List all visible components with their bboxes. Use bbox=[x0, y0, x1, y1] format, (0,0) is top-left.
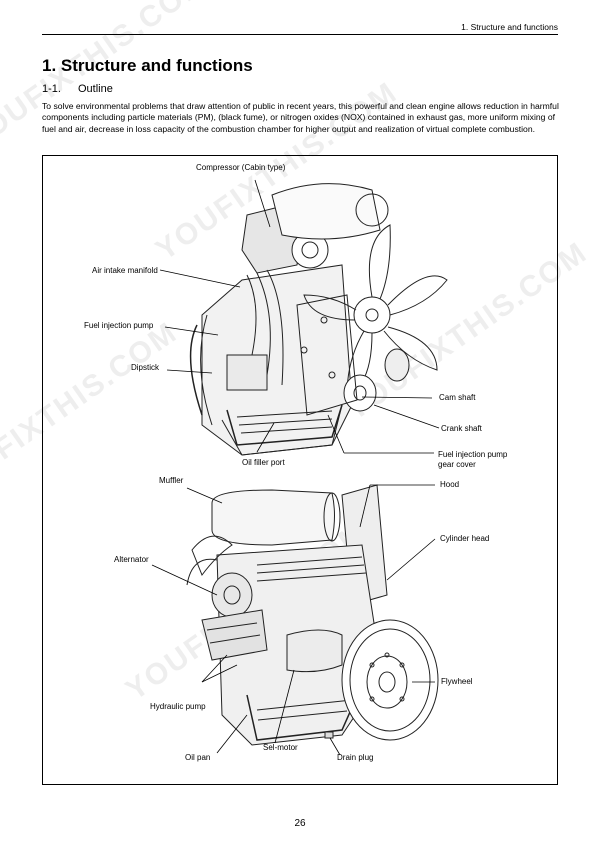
figure-frame bbox=[42, 155, 558, 785]
label-flywheel: Flywheel bbox=[441, 677, 473, 686]
page-number: 26 bbox=[294, 818, 306, 829]
label-cam-shaft: Cam shaft bbox=[439, 393, 476, 402]
section-heading: 1-1. Outline bbox=[42, 83, 113, 95]
label-sel-motor: Sel-motor bbox=[263, 743, 298, 752]
label-fuel-injection-pump-gear-cover: Fuel injection pump gear cover bbox=[438, 450, 507, 470]
label-drain-plug: Drain plug bbox=[337, 753, 374, 762]
engine-illustration bbox=[151, 179, 448, 756]
label-crank-shaft: Crank shaft bbox=[441, 424, 482, 433]
label-compressor: Compressor (Cabin type) bbox=[196, 163, 286, 172]
section-title: Outline bbox=[78, 83, 113, 95]
label-fuel-injection-pump: Fuel injection pump bbox=[84, 321, 154, 330]
flywheel-drawing bbox=[341, 619, 439, 741]
label-hood: Hood bbox=[440, 480, 460, 489]
label-alternator: Alternator bbox=[114, 555, 149, 564]
leader-lines bbox=[151, 179, 440, 756]
label-air-intake-manifold: Air intake manifold bbox=[92, 266, 158, 275]
label-gear-cover-line-2: gear cover bbox=[438, 460, 476, 469]
label-dipstick: Dipstick bbox=[131, 363, 160, 372]
running-header: 1. Structure and functions bbox=[461, 22, 558, 32]
header-rule bbox=[42, 34, 558, 35]
label-gear-cover-line-1: Fuel injection pump bbox=[438, 450, 508, 459]
lower-engine-drawing bbox=[186, 484, 439, 746]
title-number: 1. bbox=[42, 56, 57, 75]
label-oil-filler-port: Oil filler port bbox=[242, 458, 285, 467]
section-number: 1-1. bbox=[42, 83, 61, 95]
label-oil-pan: Oil pan bbox=[185, 753, 211, 762]
page-title: 1. Structure and functions bbox=[42, 56, 253, 76]
label-cylinder-head: Cylinder head bbox=[440, 534, 490, 543]
fan-drawing bbox=[303, 224, 448, 396]
upper-engine-drawing bbox=[189, 183, 448, 456]
label-hydraulic-pump: Hydraulic pump bbox=[150, 702, 206, 711]
label-muffler: Muffler bbox=[159, 476, 184, 485]
title-text: Structure and functions bbox=[60, 56, 253, 75]
intro-paragraph: To solve environmental problems that dra… bbox=[42, 101, 559, 134]
